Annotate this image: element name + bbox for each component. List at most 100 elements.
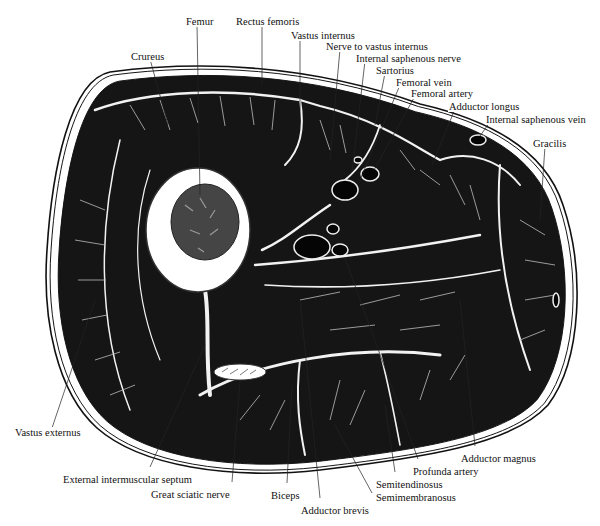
illustration-part xyxy=(222,368,256,375)
femur xyxy=(146,168,250,292)
illustration-part xyxy=(499,165,530,370)
label-anchor: Semitendinosus xyxy=(375,474,444,492)
illustration-part xyxy=(265,270,500,287)
illustration-part xyxy=(540,146,545,220)
label-anchor: Biceps xyxy=(270,485,301,503)
muscle-mass xyxy=(58,75,565,464)
illustration-part xyxy=(150,345,205,467)
illustration-part xyxy=(332,244,348,256)
illustration-part xyxy=(104,140,130,410)
label-anchor: Femoral artery xyxy=(410,83,474,101)
illustration-part xyxy=(232,382,240,482)
label-anchor: Nerve to vastus internus xyxy=(325,36,429,54)
anatomy-label: Semimembranosus xyxy=(375,492,457,503)
illustration-part xyxy=(335,425,372,493)
anatomy-label: External intermuscular septum xyxy=(62,474,193,485)
label-anchor: Semimembranosus xyxy=(375,487,457,505)
label-anchor: Internal saphenous nerve xyxy=(355,48,462,66)
anatomy-label: Internal saphenous nerve xyxy=(355,53,462,64)
label-anchor: Adductor longus xyxy=(448,96,520,114)
illustration-part xyxy=(332,180,358,200)
illustration-part xyxy=(320,120,480,220)
illustration-part xyxy=(95,93,300,110)
illustration-part xyxy=(197,24,200,195)
label-anchor: Femur xyxy=(185,11,214,29)
septa xyxy=(95,93,530,455)
illustration-part xyxy=(300,292,455,330)
anatomy-label: Femoral artery xyxy=(410,88,474,99)
anatomy-label: Femoral vein xyxy=(395,77,453,88)
illustration-part xyxy=(150,59,168,125)
anatomy-label: Sartorius xyxy=(375,65,415,76)
anatomy-label: Nerve to vastus internus xyxy=(325,41,429,52)
anatomy-label: Crureus xyxy=(130,51,165,62)
illustration-part xyxy=(375,73,385,125)
illustration-part xyxy=(214,364,266,380)
anatomy-label: Great sciatic nerve xyxy=(150,489,231,500)
illustration-part xyxy=(50,300,95,434)
illustration-part xyxy=(470,135,486,145)
illustration-part xyxy=(298,360,305,455)
illustration-part xyxy=(385,405,395,472)
muscle-texture xyxy=(75,96,555,430)
anatomy-label: Semitendinosus xyxy=(375,479,444,490)
leader-lines xyxy=(50,24,545,498)
illustration-part xyxy=(520,220,555,340)
illustration-part xyxy=(361,167,379,181)
illustration-part xyxy=(50,69,573,470)
illustration-part xyxy=(294,235,330,259)
label-anchor: Internal saphenous vein xyxy=(485,109,587,127)
illustration-part xyxy=(300,100,440,160)
label-anchor: Great sciatic nerve xyxy=(150,484,231,502)
anatomy-label: Gracilis xyxy=(532,138,567,149)
illustration-part xyxy=(330,49,340,160)
label-anchor: Crureus xyxy=(130,46,165,64)
illustration-part xyxy=(345,125,380,180)
anatomy-label: Rectus femoris xyxy=(235,16,300,27)
anatomy-label: Vastus internus xyxy=(290,30,356,41)
illustration-part xyxy=(240,355,465,430)
illustration-part xyxy=(255,235,480,265)
anatomy-label: Biceps xyxy=(270,490,301,501)
illustration-part xyxy=(360,85,400,180)
label-anchor: Profunda artery xyxy=(412,461,480,479)
illustration-part xyxy=(352,61,365,172)
label-anchor: Vastus externus xyxy=(14,422,82,440)
illustration-part xyxy=(262,24,263,85)
illustration-part xyxy=(374,96,415,170)
illustration-part xyxy=(130,96,275,130)
illustration-part xyxy=(58,75,565,464)
illustration-part xyxy=(380,352,400,445)
label-anchor: Adductor brevis xyxy=(300,500,370,518)
anatomy-label: Internal saphenous vein xyxy=(485,114,587,125)
illustration-part xyxy=(75,200,135,395)
anatomy-label: Femur xyxy=(185,16,214,27)
label-anchor: Sartorius xyxy=(375,60,415,78)
illustration-part xyxy=(185,198,218,252)
anatomy-label: Adductor brevis xyxy=(300,505,370,516)
label-anchor: Adductor magnus xyxy=(460,448,537,466)
anatomy-label: Vastus externus xyxy=(14,427,82,438)
anatomy-label: Adductor magnus xyxy=(460,453,537,464)
illustration-part xyxy=(300,38,301,110)
sciatic-nerve xyxy=(214,364,266,380)
illustration-part xyxy=(460,300,475,446)
illustration-part xyxy=(432,109,455,165)
illustration-part xyxy=(327,224,339,234)
anatomy-label: Profunda artery xyxy=(412,466,480,477)
label-anchor: Rectus femoris xyxy=(235,11,300,29)
illustration-part xyxy=(345,258,418,459)
vessels xyxy=(294,135,559,307)
illustration-part xyxy=(146,168,250,292)
illustration-part xyxy=(171,184,239,260)
illustration-part xyxy=(285,100,302,165)
anatomy-label: Adductor longus xyxy=(448,101,520,112)
illustration-part xyxy=(440,156,520,185)
illustration-part xyxy=(200,352,440,395)
label-anchor: Gracilis xyxy=(532,133,567,151)
label-anchor: External intermuscular septum xyxy=(62,469,193,487)
illustration-part xyxy=(300,300,320,498)
illustration-part xyxy=(287,385,292,483)
